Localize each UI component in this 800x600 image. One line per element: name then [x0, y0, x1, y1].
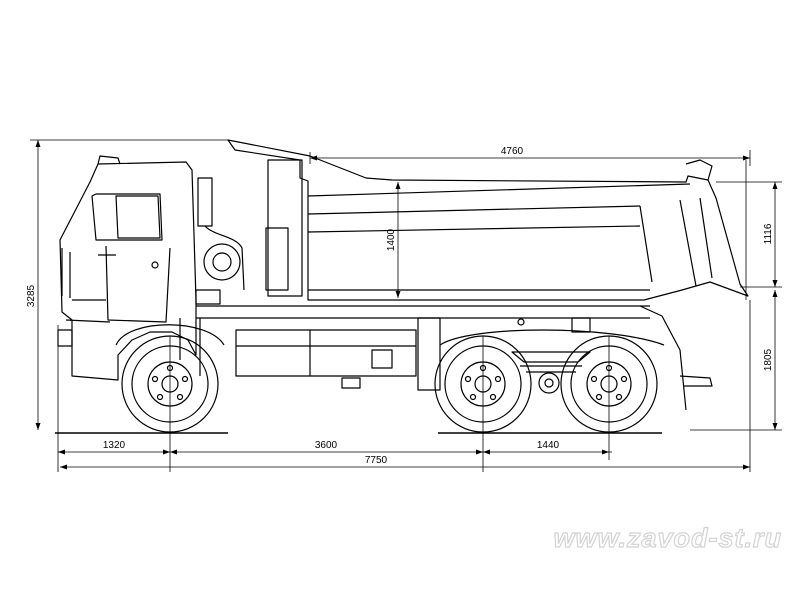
tow-hook — [679, 375, 713, 387]
air-filter — [203, 243, 241, 281]
cab-window-front — [91, 193, 163, 241]
chassis-frame — [179, 305, 713, 411]
dim-label-wheelbase-front: 3600 — [315, 440, 338, 451]
dim-label-front-overhang: 1320 — [103, 440, 126, 451]
cab-door — [105, 245, 171, 323]
battery-box — [371, 349, 393, 369]
air-intake — [195, 177, 245, 305]
dump-body — [227, 139, 749, 301]
dimension-arrowheads — [35, 140, 778, 470]
cab — [57, 155, 197, 381]
headlight — [57, 329, 73, 347]
cab-door-window — [115, 195, 161, 239]
dim-label-body-length: 4760 — [501, 146, 524, 157]
dim-label-overall-height: 3285 — [26, 284, 37, 307]
rear-wheel-arch — [439, 329, 665, 346]
dump-truck-outline — [55, 139, 749, 434]
dim-label-overall-length: 7750 — [365, 455, 388, 466]
dim-label-body-height: 1116 — [763, 223, 774, 244]
dim-label-frame-height: 1805 — [763, 348, 774, 371]
dimension-labels: 4760 1116 1400 3285 1805 1320 3600 1440 … — [26, 146, 774, 466]
dim-label-body-depth: 1400 — [386, 228, 397, 251]
dimension-lines — [30, 139, 782, 472]
watermark: www.zavod-st.ru — [553, 523, 782, 553]
front-wheel-arch — [115, 324, 225, 346]
fuel-tank — [235, 329, 417, 377]
dim-label-wheelbase-rear: 1440 — [537, 440, 560, 451]
